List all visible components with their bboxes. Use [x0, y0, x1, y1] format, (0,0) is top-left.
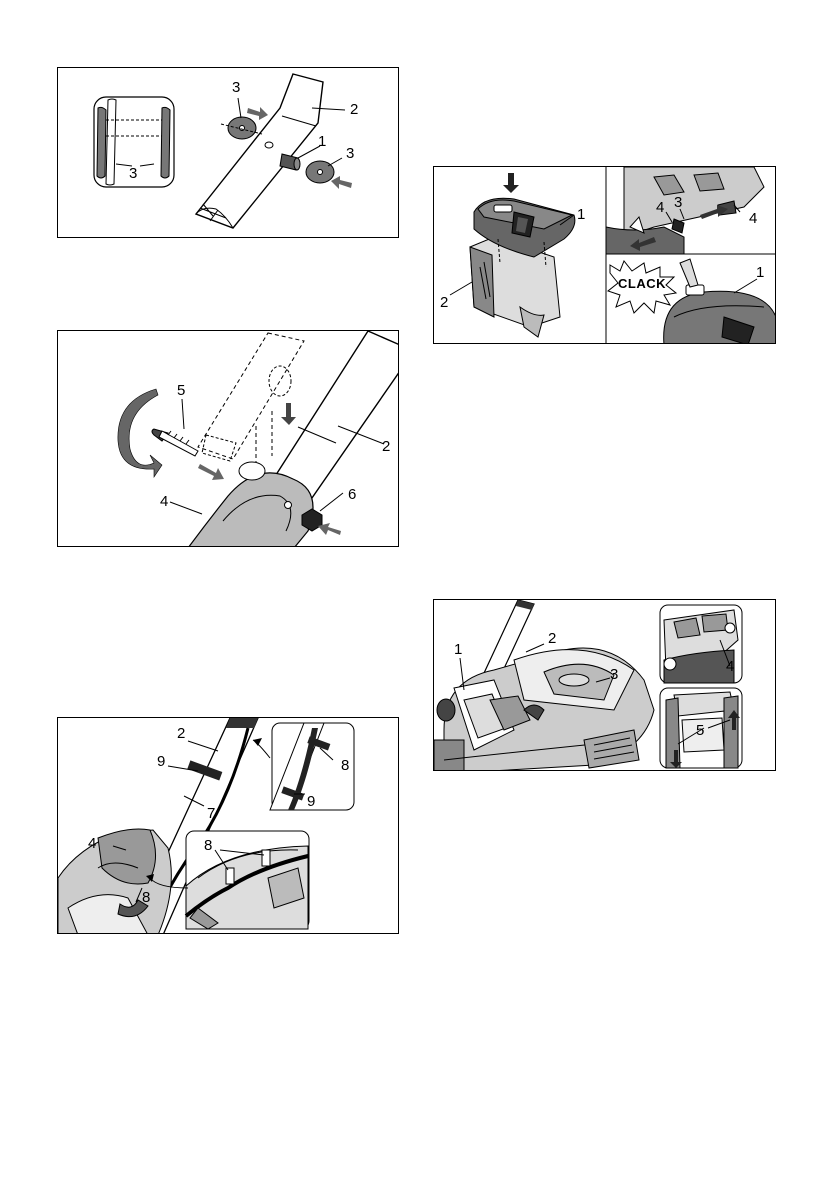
- callout-4: 4: [88, 836, 96, 851]
- callout-1: 1: [454, 642, 462, 657]
- callout-3: 3: [674, 195, 682, 210]
- callout-3-right: 3: [346, 146, 354, 161]
- callout-5: 5: [177, 383, 185, 398]
- figure-grassbox-assembly: 1 2 4 3 4 1 CLACK: [433, 166, 776, 344]
- callout-1: 1: [318, 134, 326, 149]
- clack-stamp: CLACK: [618, 276, 666, 291]
- figure-handle-bolt: 5 2 6 4: [57, 330, 399, 547]
- callout-2: 2: [350, 102, 358, 117]
- illustration-cable-clips: [58, 718, 399, 934]
- callout-2: 2: [382, 439, 390, 454]
- illustration-handle-bolt: [58, 331, 399, 547]
- callout-6: 6: [348, 487, 356, 502]
- callout-2: 2: [177, 726, 185, 741]
- callout-2: 2: [548, 631, 556, 646]
- callout-4-right: 4: [749, 211, 757, 226]
- callout-8-main: 8: [142, 890, 150, 905]
- callout-9-main: 9: [157, 754, 165, 769]
- callout-8-inset-top: 8: [341, 758, 349, 773]
- callout-1-clack: 1: [756, 265, 764, 280]
- callout-8-inset-bottom: 8: [204, 838, 212, 853]
- figure-handle-washers: 3 2 1 3 3: [57, 67, 399, 238]
- callout-3-top: 3: [232, 80, 240, 95]
- callout-1: 1: [577, 207, 585, 222]
- illustration-grassbox-mounting: [434, 600, 776, 771]
- figure-grassbox-mounting: 1 2 3 4 5: [433, 599, 776, 771]
- callout-4: 4: [726, 659, 734, 674]
- callout-3-inset: 3: [129, 166, 137, 181]
- callout-5: 5: [696, 723, 704, 738]
- illustration-grassbox-assembly: [434, 167, 776, 344]
- callout-3: 3: [610, 667, 618, 682]
- callout-4-left: 4: [656, 200, 664, 215]
- figure-cable-clips: 2 9 8 7 9 4 8 8: [57, 717, 399, 934]
- callout-4: 4: [160, 494, 168, 509]
- callout-2: 2: [440, 295, 448, 310]
- callout-7: 7: [207, 806, 215, 821]
- callout-9-inset: 9: [307, 794, 315, 809]
